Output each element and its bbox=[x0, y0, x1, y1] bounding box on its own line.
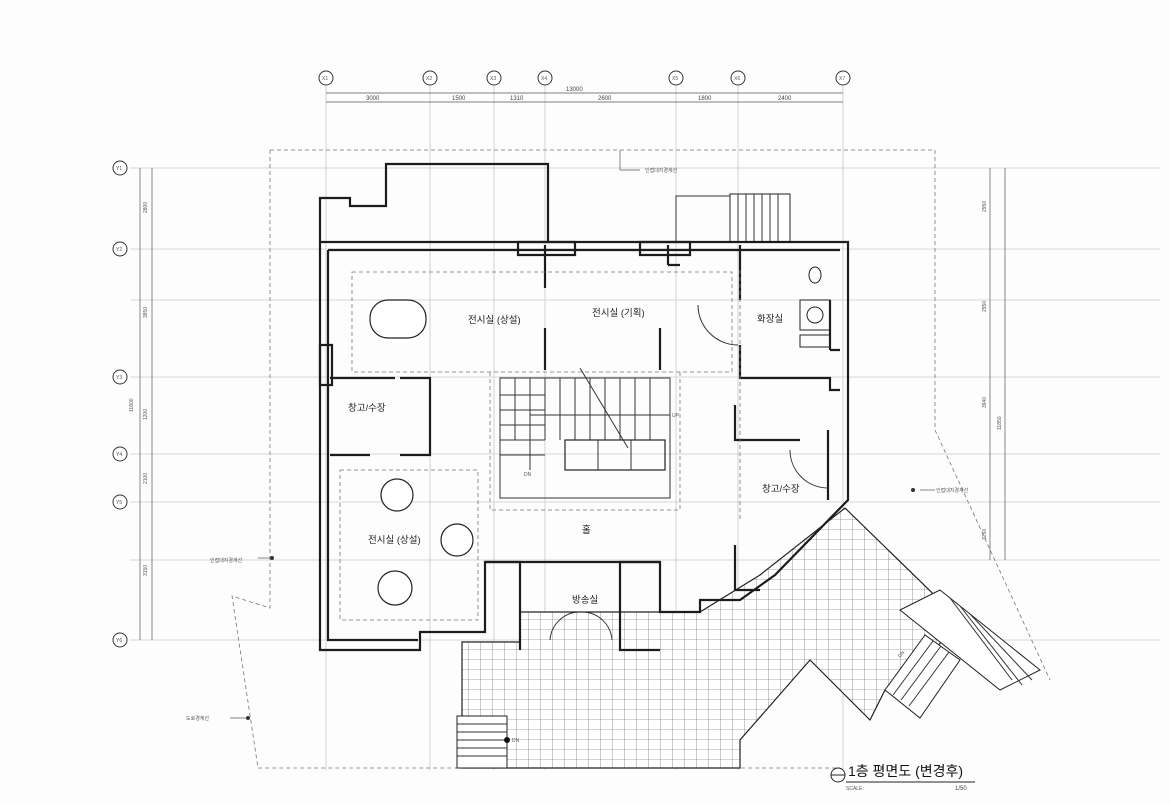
title-block: 1층 평면도 (변경후) SCALE: 1/50 bbox=[830, 763, 975, 792]
room-label-hall: 홀 bbox=[582, 524, 591, 536]
left-dimensions: 11800 2800 3850 1200 2100 3150 bbox=[129, 168, 153, 640]
left-grid-bubbles: Y1 Y2 Y3 Y4 Y5 Y6 bbox=[112, 160, 128, 648]
grid-label-y2: Y2 bbox=[116, 247, 122, 253]
grid-label-y1: Y1 bbox=[116, 166, 122, 172]
dim-left-4: 2100 bbox=[143, 473, 149, 484]
dim-left-5: 3150 bbox=[143, 565, 149, 576]
stair-up-label: UP bbox=[672, 413, 680, 419]
dn-right-label: DN bbox=[897, 650, 906, 660]
room-labels: 전시실 (상설) 전시실 (기획) 화장실 창고/수장 창고/수장 전시실 (상… bbox=[348, 307, 800, 606]
paved-terrace bbox=[461, 507, 961, 769]
exterior-stair-right bbox=[884, 589, 1041, 719]
grid-label-y6: Y6 bbox=[116, 638, 122, 644]
road-line-label: 도로경계선 bbox=[186, 715, 209, 722]
toilet-fixtures bbox=[549, 266, 831, 641]
dim-right-3: 3940 bbox=[982, 397, 988, 408]
room-label-storage-left: 창고/수장 bbox=[348, 403, 386, 414]
right-dimensions: 2950 2950 3940 3250 11850 bbox=[982, 168, 1006, 560]
boundary-right-label: 인접대지경계선 bbox=[936, 487, 969, 494]
dim-top-total: 13000 bbox=[566, 87, 583, 93]
room-label-exhibit-2: 전시실 (기획) bbox=[592, 307, 645, 319]
dim-right-4: 3250 bbox=[982, 529, 988, 540]
drawing-title: 1층 평면도 (변경후) bbox=[848, 763, 963, 779]
boundary-top-label: 인접대지경계선 bbox=[645, 167, 678, 174]
room-label-office: 방송실 bbox=[572, 595, 598, 606]
dim-top-2: 1500 bbox=[452, 96, 466, 102]
grid-label-x4: X4 bbox=[541, 76, 547, 82]
grid-label-y4: Y4 bbox=[116, 452, 122, 458]
grid-label-x5: X5 bbox=[672, 76, 678, 82]
dim-left-total: 11800 bbox=[129, 398, 135, 412]
top-dimensions: 13000 3000 1500 1310 2600 1800 2400 bbox=[326, 87, 843, 103]
room-label-storage-right: 창고/수장 bbox=[762, 484, 800, 495]
exterior-stair-left: DN bbox=[456, 715, 520, 769]
dim-left-3: 1200 bbox=[143, 409, 149, 420]
display-ovals bbox=[369, 299, 474, 606]
grid-label-x1: X1 bbox=[322, 76, 328, 82]
room-label-exhibit-3: 전시실 (상설) bbox=[368, 535, 421, 546]
grid-label-y5: Y5 bbox=[116, 500, 122, 506]
dim-top-4: 2600 bbox=[598, 96, 612, 102]
dn-left-label: DN bbox=[512, 738, 520, 744]
dim-top-3: 1310 bbox=[510, 96, 524, 102]
interior-dashed bbox=[339, 270, 741, 621]
dim-left-1: 2800 bbox=[143, 202, 149, 213]
dim-right-total: 11850 bbox=[997, 416, 1003, 430]
room-label-exhibit-1: 전시실 (상설) bbox=[468, 315, 521, 326]
dim-right-1: 2950 bbox=[982, 201, 988, 212]
annotation-labels: 인접대지경계선 인접대지경계선 인접대지경계선 도로경계선 DN bbox=[186, 167, 969, 722]
grid-label-x7: X7 bbox=[839, 76, 845, 82]
dim-top-6: 2400 bbox=[778, 96, 792, 102]
boundary-left-label: 인접대지경계선 bbox=[210, 557, 243, 564]
room-label-toilet: 화장실 bbox=[757, 314, 783, 325]
scale-label: SCALE: bbox=[846, 786, 864, 792]
grid-label-x3: X3 bbox=[490, 76, 496, 82]
scale-value: 1/50 bbox=[955, 786, 967, 792]
exterior-stair-top bbox=[675, 193, 791, 243]
grid-label-x6: X6 bbox=[734, 76, 740, 82]
grid-label-y3: Y3 bbox=[116, 375, 122, 381]
dim-top-1: 3000 bbox=[366, 96, 380, 102]
dim-right-2: 2950 bbox=[982, 301, 988, 312]
dim-left-2: 3850 bbox=[143, 307, 149, 318]
stair-dn-label: DN bbox=[524, 472, 532, 478]
grid-label-x2: X2 bbox=[426, 76, 432, 82]
dim-top-5: 1800 bbox=[698, 96, 712, 102]
top-grid-bubbles: X1 X2 X3 X4 X5 X6 X7 bbox=[318, 70, 851, 86]
site-boundary bbox=[230, 149, 1051, 769]
interior-staircase: UP DN bbox=[499, 367, 680, 499]
